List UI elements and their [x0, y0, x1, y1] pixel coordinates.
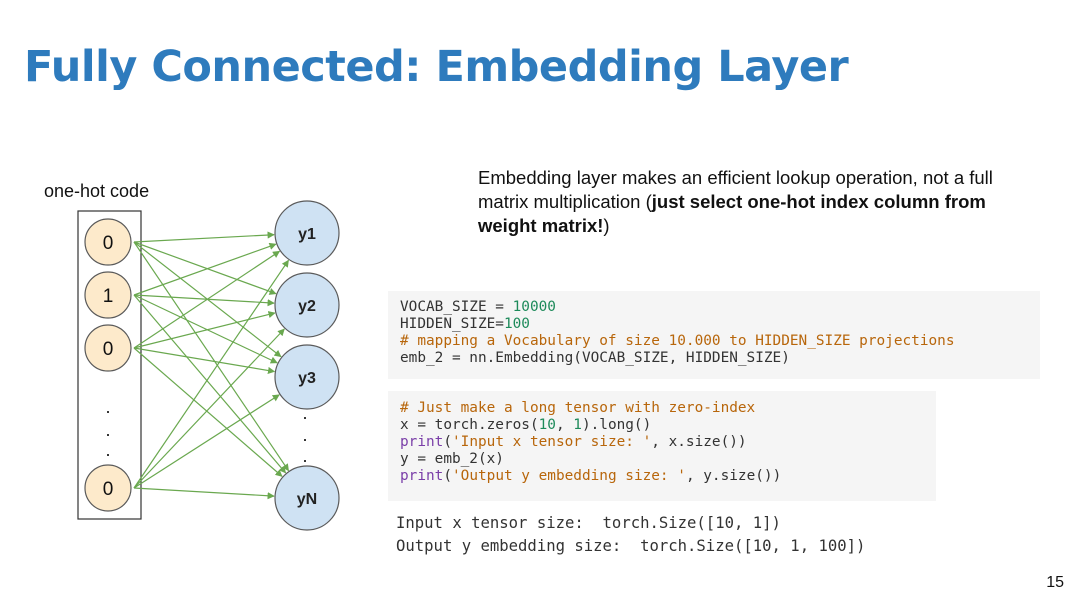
code-output: Input x tensor size: torch.Size([10, 1])…	[388, 510, 936, 570]
input-node-value: 0	[103, 479, 114, 500]
slide-title: Fully Connected: Embedding Layer	[24, 42, 849, 92]
code-line: HIDDEN_SIZE=100	[400, 316, 1040, 333]
output-node-label: y1	[298, 226, 316, 243]
page-number: 15	[1046, 574, 1064, 591]
input-node	[84, 464, 132, 512]
connection-edge	[133, 294, 287, 474]
output-node-label: y2	[298, 298, 316, 315]
connection-edge	[133, 250, 281, 349]
input-node	[84, 271, 132, 319]
code-text: ).long()	[581, 417, 652, 433]
connection-edge	[133, 231, 275, 243]
code-line: x = torch.zeros(10, 1).long()	[400, 417, 936, 434]
output-line: Input x tensor size: torch.Size([10, 1])	[396, 514, 781, 532]
output-ellipsis: . . .	[302, 403, 307, 466]
code-line: y = emb_2(x)	[400, 451, 504, 467]
input-ellipsis-dot: .	[105, 420, 110, 440]
output-ellipsis-dot: .	[302, 446, 307, 466]
input-node	[84, 324, 132, 372]
connection-edge	[133, 259, 289, 489]
code-number: 100	[503, 316, 530, 332]
code-line: print('Input x tensor size: ', x.size())	[400, 434, 936, 451]
code-number: 10000	[512, 299, 556, 315]
code-number: 1	[573, 417, 582, 433]
code-text: , y.size())	[685, 468, 782, 484]
one-hot-box	[77, 210, 142, 520]
output-nodes: y1 y2 y3 yN	[274, 200, 340, 531]
code-line: print('Output y embedding size: ', y.siz…	[400, 468, 936, 485]
description-end: )	[603, 215, 610, 236]
connection-edge	[133, 487, 275, 500]
input-node-value: 0	[103, 233, 114, 254]
connection-edge	[133, 311, 276, 349]
connection-edge	[133, 347, 283, 477]
output-ellipsis-dot: .	[302, 425, 307, 445]
connection-edge	[133, 242, 277, 296]
code-comment: # Just make a long tensor with zero-inde…	[400, 400, 756, 416]
code-line: emb_2 = nn.Embedding(VOCAB_SIZE, HIDDEN_…	[400, 350, 790, 366]
code-builtin: print	[400, 468, 444, 484]
output-node	[274, 465, 340, 531]
code-text: x = torch.zeros(	[400, 417, 539, 433]
code-block-lookup: # Just make a long tensor with zero-inde…	[388, 391, 936, 501]
code-number: 10	[538, 417, 556, 433]
edges	[133, 231, 290, 500]
connection-edge	[133, 347, 276, 375]
code-text: VOCAB_SIZE =	[400, 299, 513, 315]
connection-edge	[133, 241, 290, 472]
input-nodes: 0 1 0 0	[84, 218, 132, 512]
output-node	[274, 272, 340, 338]
connection-edge	[133, 294, 278, 364]
connection-edge	[133, 328, 285, 489]
description-text: Embedding layer makes an efficient looku…	[478, 167, 993, 212]
code-text: , x.size())	[651, 434, 747, 450]
input-ellipsis-dot: .	[105, 397, 110, 417]
description-bold: just select one-hot index column from we…	[478, 191, 986, 236]
input-ellipsis-dot: .	[105, 440, 110, 460]
input-node-value: 1	[103, 286, 114, 307]
connection-edge	[133, 241, 277, 295]
network-diagram: one-hot code 0 1 0 0 y1 y2 y3 yN . . . . . .	[44, 181, 340, 531]
connection-edge	[133, 294, 275, 307]
code-comment: # mapping a Vocabulary of size 10.000 to…	[400, 333, 955, 349]
input-node	[84, 218, 132, 266]
code-string: 'Output y embedding size: '	[452, 468, 686, 484]
output-line: Output y embedding size: torch.Size([10,…	[396, 537, 866, 555]
code-line: VOCAB_SIZE = 10000	[400, 299, 1040, 316]
output-node-label: yN	[297, 491, 317, 508]
output-node	[274, 344, 340, 410]
output-node-label: y3	[298, 370, 316, 387]
input-node-value: 0	[103, 339, 114, 360]
output-ellipsis-dot: .	[302, 403, 307, 423]
input-ellipsis: . . .	[105, 397, 110, 460]
code-text: (	[443, 434, 452, 450]
code-text: (	[443, 468, 452, 484]
code-text: ,	[555, 417, 574, 433]
output-node	[274, 200, 340, 266]
description: Embedding layer makes an efficient looku…	[478, 166, 1048, 238]
one-hot-label: one-hot code	[44, 181, 149, 201]
code-text: HIDDEN_SIZE=	[400, 316, 504, 332]
connection-edge	[133, 394, 280, 489]
code-builtin: print	[400, 434, 444, 450]
code-string: 'Input x tensor size: '	[452, 434, 652, 450]
